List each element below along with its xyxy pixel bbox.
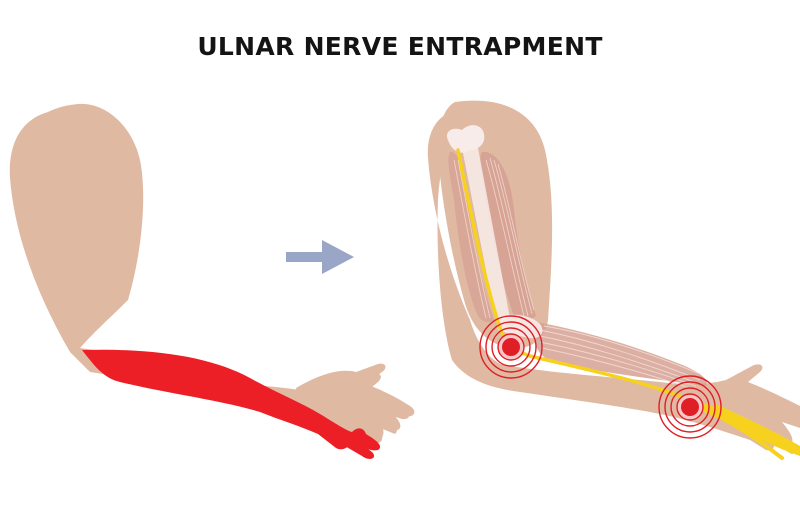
- right-arm-skin: [427, 106, 800, 451]
- left-pain-finger: [336, 430, 375, 459]
- humerus-shaft: [462, 148, 510, 322]
- humerus-head-bone: [446, 125, 485, 153]
- triceps-muscle: [448, 151, 494, 323]
- wrist-entrapment-target: [658, 375, 722, 439]
- ulnar-nerve-fingers: [712, 404, 800, 456]
- upper-arm-striations: [453, 157, 535, 319]
- biceps-muscle: [480, 151, 536, 321]
- forearm-muscle: [534, 322, 707, 386]
- left-arm: [9, 103, 415, 459]
- page-title: ULNAR NERVE ENTRAPMENT: [197, 32, 603, 61]
- left-hand: [296, 363, 415, 439]
- left-pain-region: [82, 349, 381, 451]
- right-arrow-icon: [286, 240, 354, 274]
- elbow-entrapment-target: [479, 315, 543, 379]
- right-arm: [427, 100, 800, 460]
